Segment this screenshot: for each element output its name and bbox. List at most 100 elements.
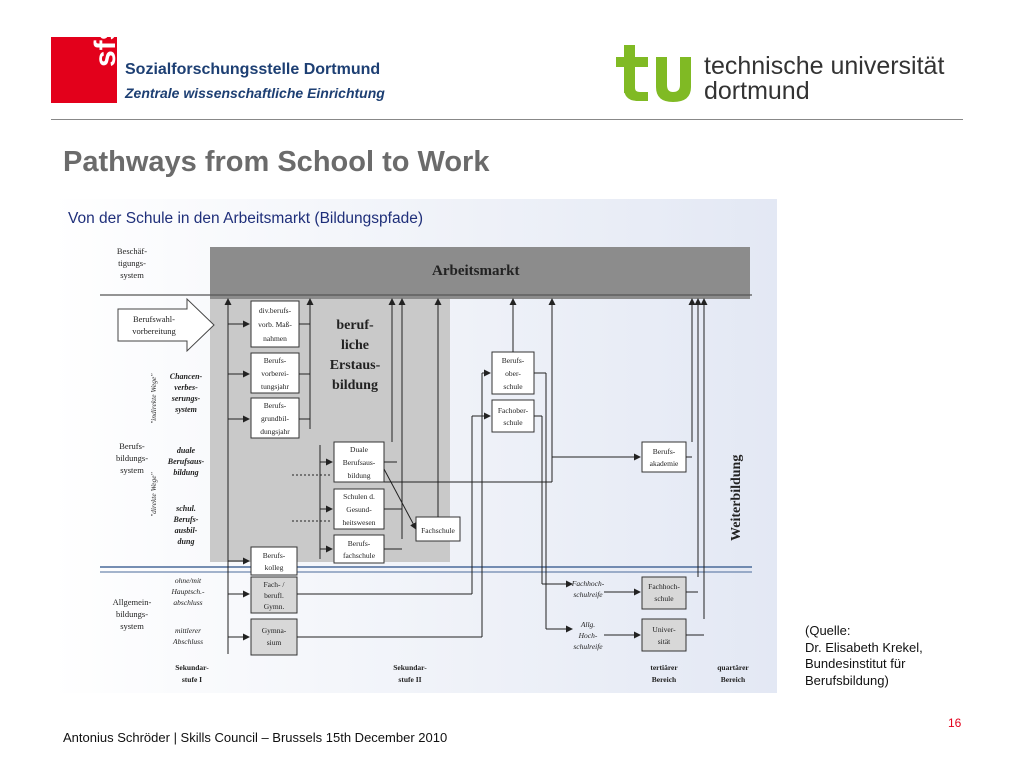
svg-text:vorberei-: vorberei- <box>261 369 289 378</box>
svg-text:Gymna-: Gymna- <box>262 626 287 635</box>
svg-text:schule: schule <box>503 418 523 427</box>
indirect-paths-label: "indirekte Wege" <box>149 373 158 424</box>
diagram-canvas: Von der Schule in den Arbeitsmarkt (Bild… <box>68 210 752 684</box>
tu-logo <box>616 45 691 102</box>
education-pathways-diagram: Von der Schule in den Arbeitsmarkt (Bild… <box>52 199 777 693</box>
svg-text:serungs-: serungs- <box>171 394 201 403</box>
svg-text:schulreife: schulreife <box>573 590 603 599</box>
labor-market-label: Arbeitsmarkt <box>432 263 519 279</box>
sfs-logo-text: sfs <box>89 23 122 67</box>
vocational-area <box>210 265 450 562</box>
svg-text:Berufs-: Berufs- <box>173 515 199 524</box>
svg-text:Berufsaus-: Berufsaus- <box>343 458 376 467</box>
source-line3: Bundesinstitut für <box>805 656 906 671</box>
svg-text:div.berufs-: div.berufs- <box>259 306 292 315</box>
svg-text:sium: sium <box>267 638 282 647</box>
svg-text:ober-: ober- <box>505 369 521 378</box>
box-gymnasium: Gymna- sium <box>250 618 298 656</box>
svg-text:dung: dung <box>178 537 195 546</box>
box-div-berufsvorb: div.berufs- vorb. Maß- nahmen <box>250 300 300 348</box>
svg-text:Bereich: Bereich <box>721 675 746 684</box>
qual-mittlerer: mittlerer <box>175 626 201 635</box>
svg-text:bildung: bildung <box>348 471 371 480</box>
svg-text:Duale: Duale <box>350 445 369 454</box>
vocational-system-line1: Berufs- <box>119 441 145 451</box>
svg-text:Berufs-: Berufs- <box>263 551 286 560</box>
qual-fachhochschulreife: Fachhoch- <box>571 579 605 588</box>
box-duale-berufsausbildung: Duale Berufsaus- bildung <box>333 441 385 483</box>
source-line2: Dr. Elisabeth Krekel, <box>805 639 923 655</box>
svg-text:tungsjahr: tungsjahr <box>261 382 289 391</box>
svg-text:Hoch-: Hoch- <box>578 631 598 640</box>
svg-text:ausbil-: ausbil- <box>175 526 198 535</box>
svg-text:liche: liche <box>341 338 369 353</box>
svg-text:system: system <box>120 465 144 475</box>
svg-text:Bereich: Bereich <box>652 675 677 684</box>
svg-text:verbes-: verbes- <box>174 383 198 392</box>
institute-name: Sozialforschungsstelle Dortmund <box>125 61 381 78</box>
quaternary-label: quartärer <box>717 663 749 672</box>
box-fachoberschule: Fachober- schule <box>491 399 535 433</box>
box-berufsvorbereitungsjahr: Berufs- vorberei- tungsjahr <box>250 352 300 394</box>
svg-text:grundbil-: grundbil- <box>261 414 289 423</box>
chancen-label: Chancen- <box>170 372 203 381</box>
svg-text:vorbereitung: vorbereitung <box>132 326 176 336</box>
svg-text:nahmen: nahmen <box>263 334 287 343</box>
svg-text:bildung: bildung <box>173 468 198 477</box>
box-fach-berufl-gymn: Fach- / berufl. Gymn. <box>250 576 298 614</box>
svg-text:vorb. Maß-: vorb. Maß- <box>258 320 292 329</box>
duale-label: duale <box>177 446 196 455</box>
box-fachhochschule: Fachhoch- schule <box>641 576 687 610</box>
svg-text:akademie: akademie <box>650 459 679 468</box>
box-berufsoberschule: Berufs- ober- schule <box>491 351 535 395</box>
svg-text:tigungs-: tigungs- <box>118 258 146 268</box>
vocational-training-label: beruf- <box>336 318 374 333</box>
box-berufsgrundbildungsjahr: Berufs- grundbil- dungsjahr <box>250 397 300 439</box>
svg-text:Berufs-: Berufs- <box>264 356 287 365</box>
source-note: (Quelle: Dr. Elisabeth Krekel, Bundesins… <box>805 623 923 689</box>
university-name-line2: dortmund <box>704 77 810 105</box>
svg-text:schulreife: schulreife <box>573 642 603 651</box>
svg-text:Univer-: Univer- <box>652 625 676 634</box>
source-line4: Berufsbildung) <box>805 672 889 688</box>
svg-text:Fachhoch-: Fachhoch- <box>648 582 680 591</box>
header-divider <box>51 119 963 120</box>
employment-system-line1: Beschäf- <box>117 246 147 256</box>
svg-text:Berufsaus-: Berufsaus- <box>167 457 205 466</box>
svg-text:schule: schule <box>654 594 674 603</box>
svg-text:fachschule: fachschule <box>343 551 376 560</box>
svg-text:Erstaus-: Erstaus- <box>330 358 381 373</box>
slide-title: Pathways from School to Work <box>63 146 490 178</box>
tertiary-label: tertiärer <box>650 663 678 672</box>
university-name: technische universität dortmund <box>704 54 944 104</box>
svg-text:Berufswahl-: Berufswahl- <box>133 314 175 324</box>
svg-text:bildung: bildung <box>332 378 378 393</box>
labor-market-bar <box>210 247 750 299</box>
svg-text:Fachschule: Fachschule <box>421 526 455 535</box>
box-berufsfachschule: Berufs- fachschule <box>333 534 385 564</box>
svg-text:system: system <box>174 405 197 414</box>
box-schulen-gesundheitswesen: Schulen d. Gesund- heitswesen <box>333 488 385 530</box>
box-berufskolleg: Berufs- kolleg <box>250 546 298 576</box>
schul-label: schul. <box>175 504 196 513</box>
svg-text:Schulen d.: Schulen d. <box>343 492 375 501</box>
source-line1: (Quelle: <box>805 623 851 638</box>
career-orientation-arrow <box>117 297 215 353</box>
footer-text: Antonius Schröder | Skills Council – Bru… <box>63 730 448 745</box>
svg-text:Berufs-: Berufs- <box>348 539 371 548</box>
svg-text:system: system <box>120 270 144 280</box>
diagram-heading: Von der Schule in den Arbeitsmarkt (Bild… <box>68 210 423 227</box>
svg-text:bildungs-: bildungs- <box>116 453 148 463</box>
pathway-arrows <box>224 298 708 654</box>
university-name-line1: technische universität <box>704 52 945 80</box>
svg-text:abschluss: abschluss <box>173 598 202 607</box>
svg-text:Gesund-: Gesund- <box>346 505 372 514</box>
svg-text:berufl.: berufl. <box>264 591 284 600</box>
svg-text:dungsjahr: dungsjahr <box>260 427 290 436</box>
svg-text:Berufs-: Berufs- <box>502 356 525 365</box>
svg-text:schule: schule <box>503 382 523 391</box>
box-universitaet: Univer- sität <box>641 618 687 652</box>
box-berufsakademie: Berufs- akademie <box>641 441 687 473</box>
svg-text:sität: sität <box>658 637 671 646</box>
svg-text:Hauptsch.-: Hauptsch.- <box>170 587 205 596</box>
